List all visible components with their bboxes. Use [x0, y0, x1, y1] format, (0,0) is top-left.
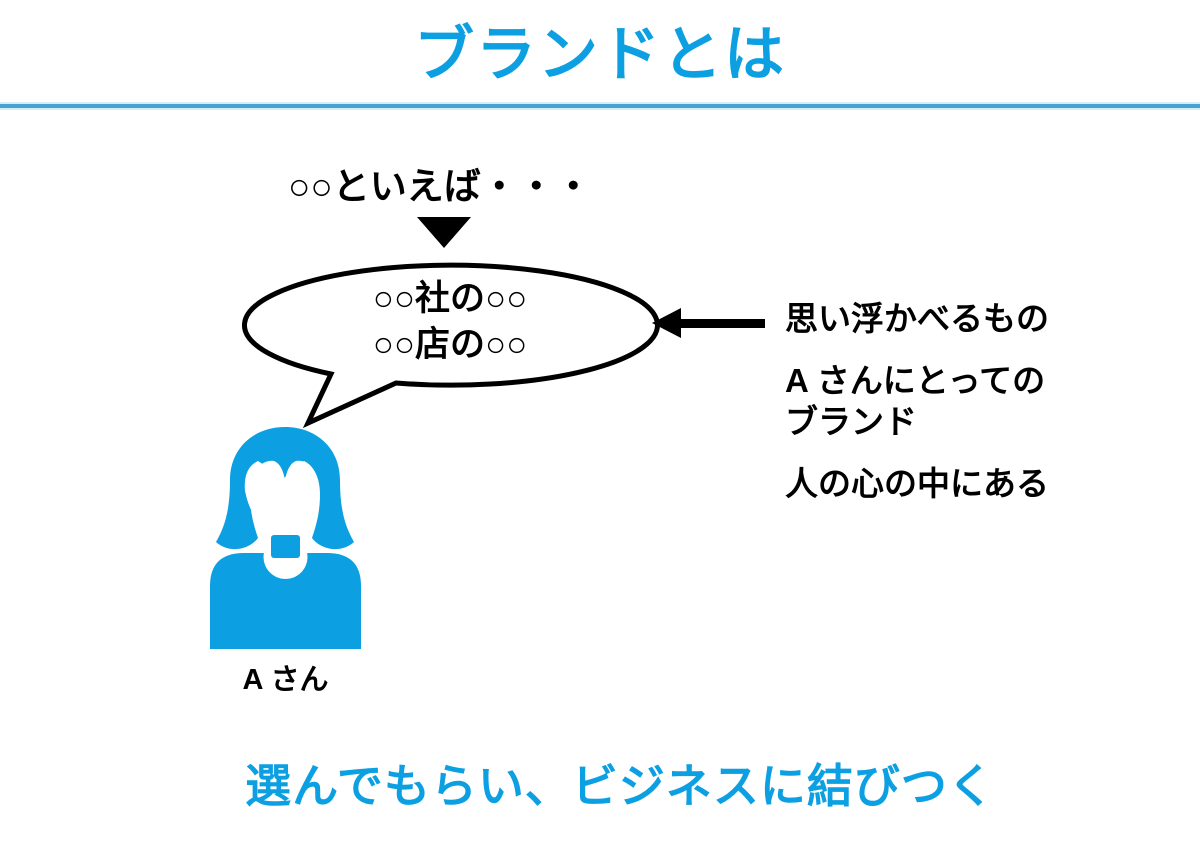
annotation-in-heart: 人の心の中にある: [785, 465, 1049, 502]
woman-user-icon: [210, 427, 361, 649]
trigger-text: ○○といえば・・・: [288, 166, 592, 207]
down-triangle-icon: [417, 217, 471, 248]
bubble-text: ○○社の○○ ○○店の○○: [245, 276, 655, 368]
title-divider: [0, 104, 1200, 108]
annotation-brand-for-a: A さんにとっての ブランド: [785, 362, 1046, 440]
footer-slogan: 選んでもらい、ビジネスに結びつく: [245, 760, 995, 812]
annotation-recall: 思い浮かべるもの: [785, 300, 1049, 337]
person-label: A さん: [242, 664, 329, 696]
left-arrow-icon: [652, 308, 765, 338]
speech-bubble: [242, 262, 660, 429]
bubble-line-1: ○○社の○○: [372, 279, 528, 318]
page-title: ブランドとは: [414, 21, 786, 88]
bubble-line-2: ○○店の○○: [372, 325, 528, 364]
